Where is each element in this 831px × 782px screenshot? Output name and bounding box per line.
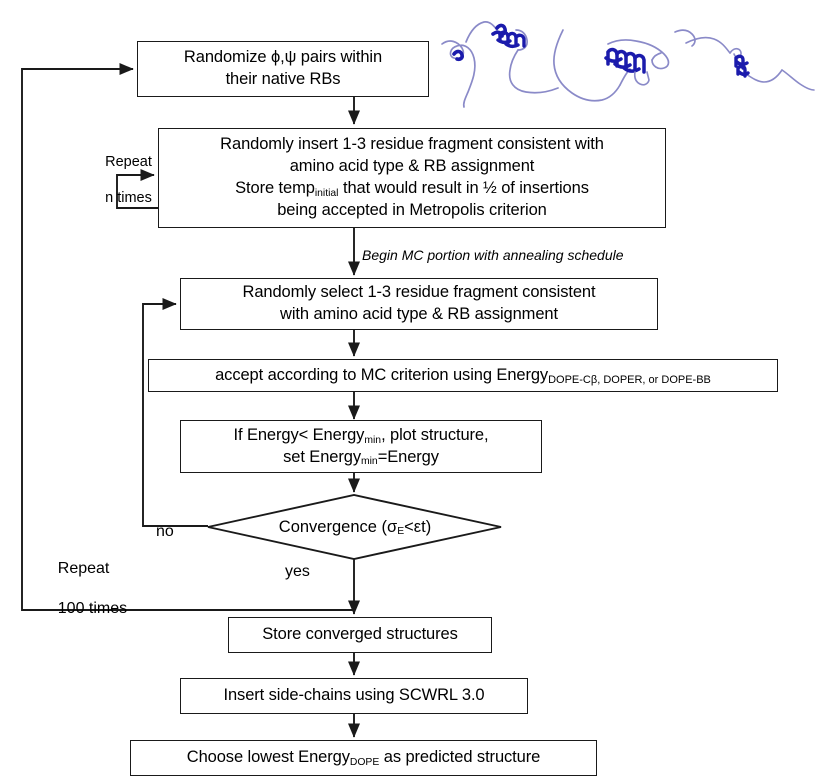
node-energymin-line2-a: set Energy [283, 447, 361, 466]
edge-label-repeat-n-line1: Repeat [105, 154, 152, 171]
node-insert-line3: Store tempinitial that would result in ½… [235, 179, 589, 199]
protein-ribbon-structures [441, 21, 815, 108]
node-insert-line3-a: Store temp [235, 179, 315, 197]
node-select-line2: with amino acid type & RB assignment [280, 305, 558, 323]
node-randomize-line1: Randomize ϕ,ψ pairs within [183, 48, 383, 67]
node-convergence-label: Convergence (σE<εt) [205, 492, 505, 562]
ribbon-loop-1 [441, 21, 559, 108]
ribbon-loop-3 [685, 36, 815, 91]
node-energymin-line1-b: , plot structure, [381, 425, 489, 444]
ribbon-helix-3 [734, 54, 750, 78]
node-convergence-subscript: E [397, 526, 405, 538]
node-convergence-text-b: <εt) [404, 517, 432, 536]
ribbon-helix-1b [496, 30, 526, 49]
node-accept-text: accept according to MC criterion using E… [215, 365, 549, 384]
node-select-line1: Randomly select 1-3 residue fragment con… [242, 283, 596, 302]
node-energymin-line2-sub: min [360, 456, 378, 468]
node-insert-line3-sub: initial [314, 187, 339, 199]
node-store-converged-text: Store converged structures [262, 625, 458, 644]
node-store-converged-box[interactable]: Store converged structures [228, 617, 492, 653]
node-choose-lowest-text-a: Choose lowest Energy [186, 748, 350, 767]
node-insert-line1: Randomly insert 1-3 residue fragment con… [220, 135, 604, 154]
node-randomize-line2: their native RBs [225, 70, 341, 88]
node-choose-lowest-subscript: DOPE [349, 757, 380, 769]
node-energymin-line2-b: =Energy [377, 447, 439, 466]
edge-label-repeat-100-line2: 100 times [57, 600, 128, 617]
node-randomize-box[interactable]: Randomize ϕ,ψ pairs within their native … [137, 41, 429, 97]
edge-label-repeat-n: Repeat n times [89, 135, 152, 226]
node-insert-line3-b: that would result in ½ of insertions [338, 179, 589, 197]
ribbon-helix-1 [452, 23, 507, 62]
node-insert-line4: being accepted in Metropolis criterion [277, 200, 547, 219]
edge-label-repeat-100: Repeat 100 times [40, 539, 127, 639]
node-energymin-line1-sub: min [364, 434, 382, 446]
edge-label-repeat-n-line2: n times [105, 190, 152, 207]
node-choose-lowest-box[interactable]: Choose lowest EnergyDOPE as predicted st… [130, 740, 597, 776]
edge-label-yes: yes [285, 563, 310, 580]
edge-label-repeat-100-line1: Repeat [57, 560, 110, 577]
node-energymin-line1: If Energy< Energymin, plot structure, [233, 425, 489, 446]
node-insert-line2: amino acid type & RB assignment [289, 157, 535, 176]
node-side-chains-box[interactable]: Insert side-chains using SCWRL 3.0 [180, 678, 528, 714]
edge-label-no: no [156, 523, 174, 540]
ribbon-helix-2 [604, 47, 646, 74]
edge-label-begin-mc: Begin MC portion with annealing schedule [362, 247, 624, 263]
node-insert-fragment-box[interactable]: Randomly insert 1-3 residue fragment con… [158, 128, 666, 228]
node-side-chains-text: Insert side-chains using SCWRL 3.0 [223, 686, 485, 705]
node-accept-box[interactable]: accept according to MC criterion using E… [148, 359, 778, 392]
ribbon-loop-2b [633, 71, 650, 86]
node-energymin-line2: set Energymin=Energy [283, 447, 439, 468]
node-select-fragment-box[interactable]: Randomly select 1-3 residue fragment con… [180, 278, 658, 330]
node-convergence-text-a: Convergence (σ [278, 517, 398, 536]
node-energy-min-box[interactable]: If Energy< Energymin, plot structure, se… [180, 420, 542, 473]
node-choose-lowest-text-b: as predicted structure [379, 748, 541, 767]
node-energymin-line1-a: If Energy< Energy [233, 425, 365, 444]
edge-no-feedback-loop [142, 297, 208, 527]
ribbon-loop-2 [553, 29, 696, 102]
node-convergence-diamond[interactable] [205, 492, 505, 562]
node-accept-subscript: DOPE-Cβ, DOPER, or DOPE-BB [548, 373, 711, 386]
